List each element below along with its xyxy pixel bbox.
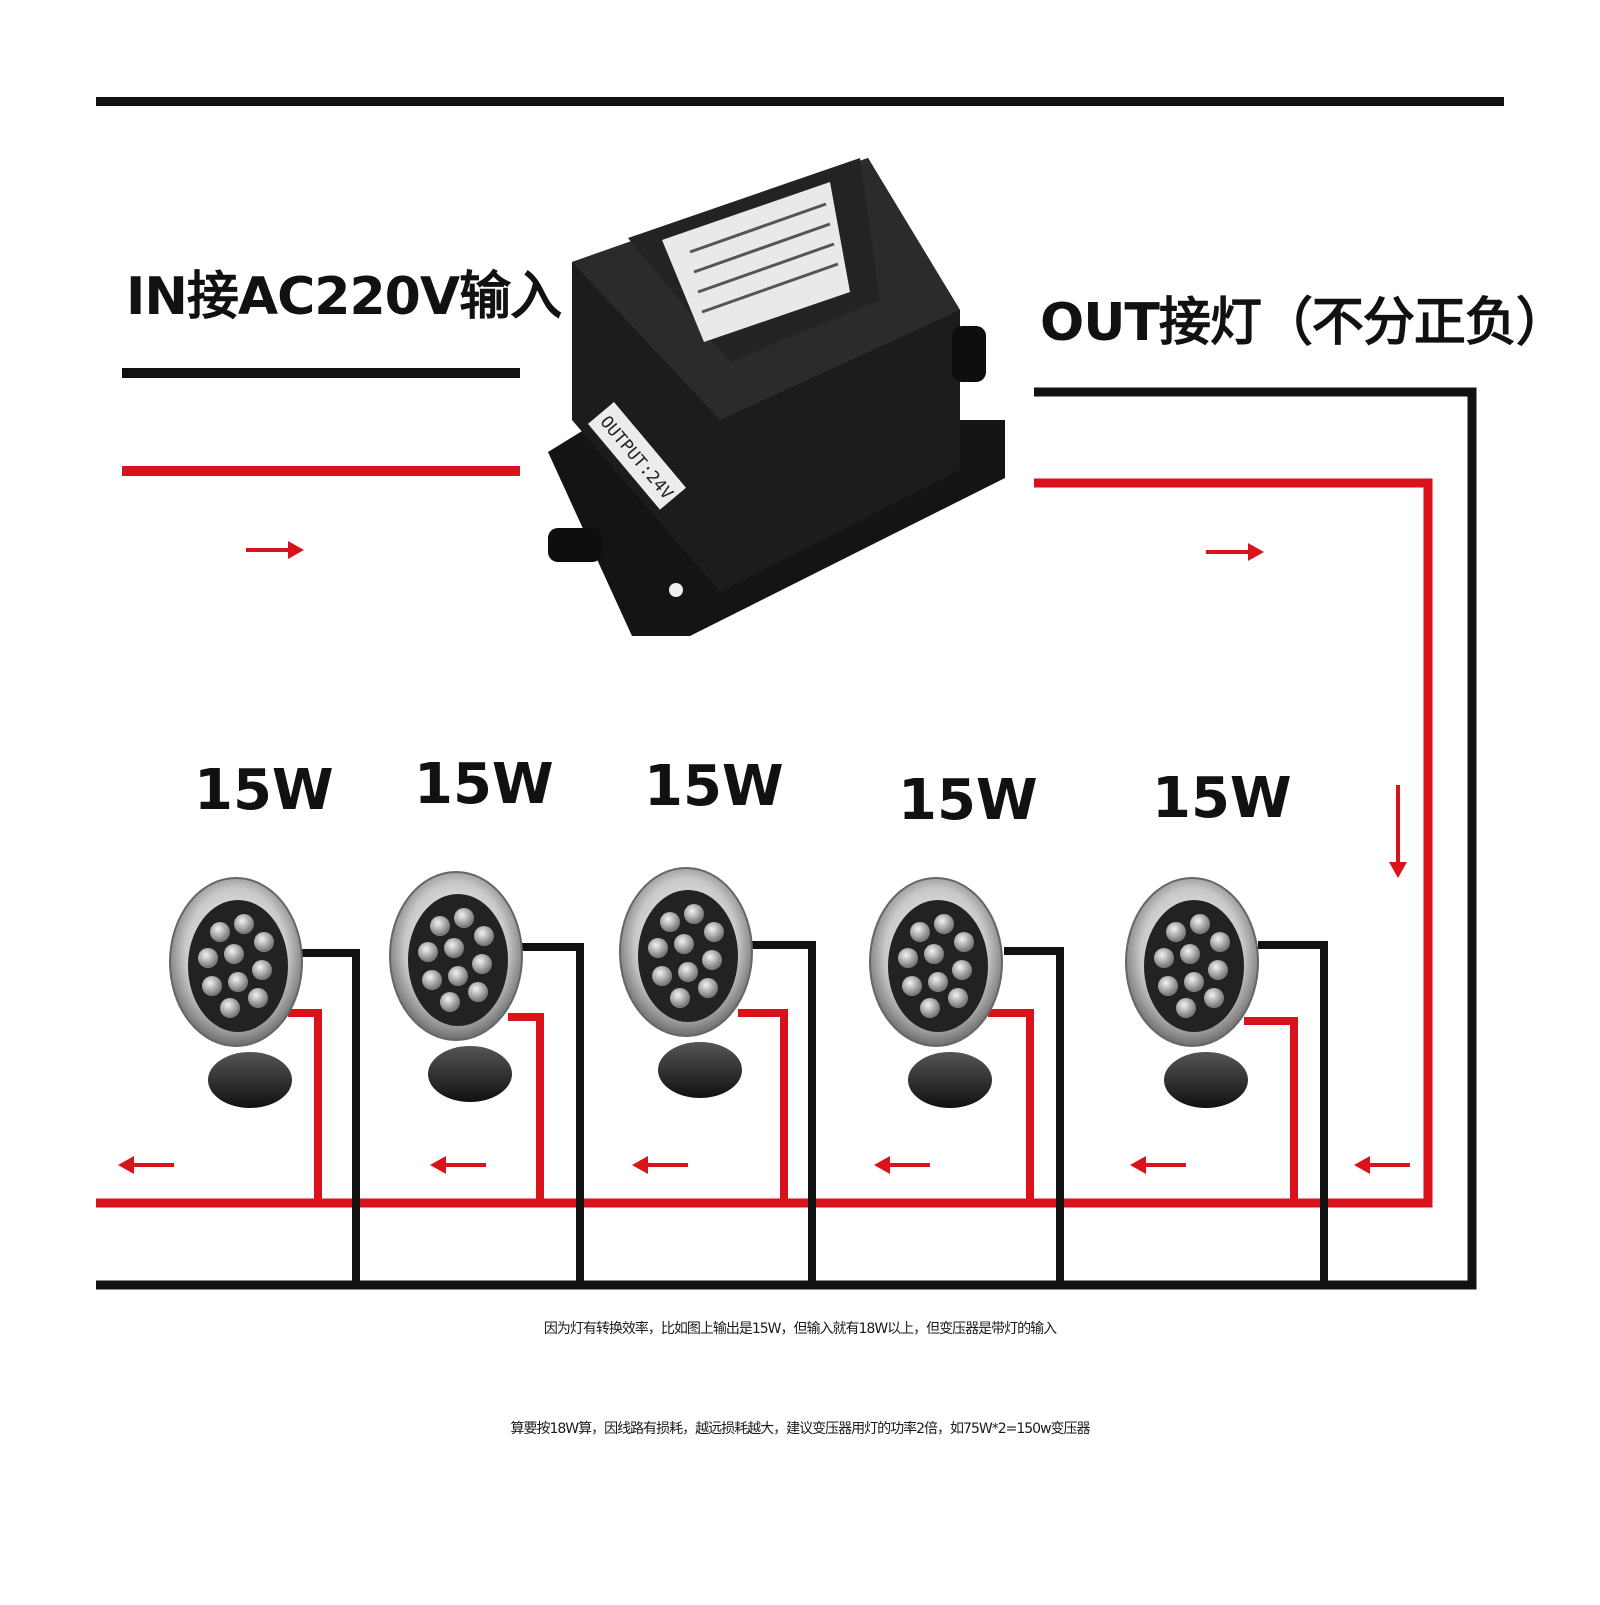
output-red-wire xyxy=(96,478,1433,1208)
input-red-wire xyxy=(122,466,520,476)
lamp-4-wires xyxy=(988,947,1064,1285)
input-label: IN接AC220V输入 xyxy=(126,267,562,327)
lamp-2 xyxy=(389,871,523,1102)
input-flow-arrow xyxy=(246,541,304,559)
lamp-base-icon xyxy=(208,1052,292,1108)
return-arrow-2 xyxy=(430,1156,486,1174)
lamp-base-icon xyxy=(428,1046,512,1102)
lamp-1-wires xyxy=(288,949,360,1285)
lamp-5-wires xyxy=(1244,941,1328,1285)
note-line-1: 因为灯有转换效率，比如图上输出是15W，但输入就有18W以上，但变压器是带灯的输… xyxy=(543,1321,1057,1337)
lamp-5-wattage: 15W xyxy=(1152,766,1292,831)
down-flow-arrow xyxy=(1389,785,1407,878)
lamp-3 xyxy=(619,867,753,1098)
return-arrow-5 xyxy=(1130,1156,1186,1174)
lamp-base-icon xyxy=(1164,1052,1248,1108)
return-arrow-4 xyxy=(874,1156,930,1174)
lamp-1 xyxy=(169,877,303,1108)
return-arrow-3 xyxy=(632,1156,688,1174)
transformer-spec-label-icon xyxy=(662,182,850,342)
output-flow-arrow xyxy=(1206,543,1264,561)
lamp-3-wattage: 15W xyxy=(644,754,784,819)
output-label: OUT接灯（不分正负） xyxy=(1040,293,1568,353)
lamp-3-wires xyxy=(738,941,816,1285)
lamp-4 xyxy=(869,877,1003,1108)
lamp-2-wires xyxy=(508,943,584,1285)
output-black-wire xyxy=(96,387,1477,1290)
cable-gland-right-icon xyxy=(952,326,986,382)
return-arrow-1 xyxy=(118,1156,174,1174)
lamp-4-wattage: 15W xyxy=(898,768,1038,833)
lamp-1-wattage: 15W xyxy=(194,758,334,823)
return-arrow-6 xyxy=(1354,1156,1410,1174)
lamp-5 xyxy=(1125,877,1259,1108)
lamp-base-icon xyxy=(908,1052,992,1108)
transformer-icon: OUTPUT:24V xyxy=(548,158,1005,636)
cable-gland-left-icon xyxy=(548,528,602,562)
input-black-wire xyxy=(122,368,520,378)
top-border xyxy=(96,97,1504,106)
lamp-2-wattage: 15W xyxy=(414,752,554,817)
lamp-base-icon xyxy=(658,1042,742,1098)
note-line-2: 算要按18W算，因线路有损耗，越远损耗越大，建议变压器用灯的功率2倍，如75W*… xyxy=(510,1421,1090,1437)
